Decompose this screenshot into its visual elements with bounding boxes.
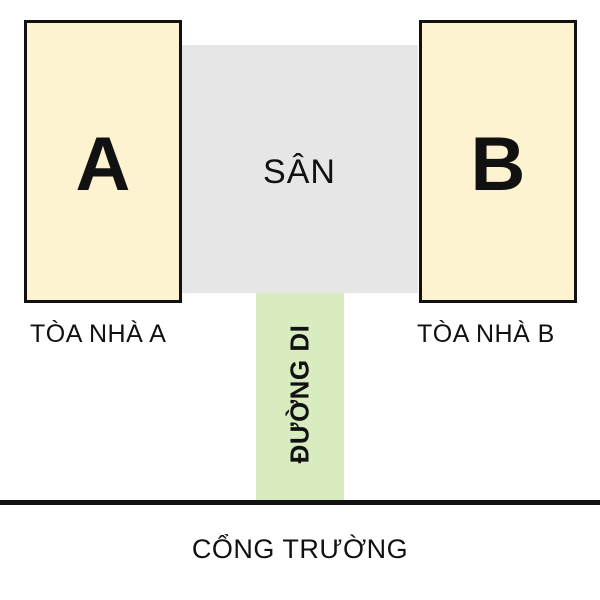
gate-boundary-line	[0, 500, 600, 505]
building-b: B	[419, 20, 577, 303]
building-a-caption: TÒA NHÀ A	[30, 320, 167, 348]
building-a-letter: A	[75, 121, 131, 207]
building-a: A	[24, 20, 182, 303]
walkway-path: ĐƯỜNG DI	[256, 293, 344, 503]
gate-label: CỔNG TRƯỜNG	[191, 534, 409, 564]
courtyard-label: SÂN	[263, 152, 336, 191]
building-b-caption: TÒA NHÀ B	[417, 320, 555, 348]
courtyard-area: SÂN	[181, 45, 418, 293]
building-b-letter: B	[470, 121, 526, 207]
walkway-label: ĐƯỜNG DI	[284, 324, 315, 464]
